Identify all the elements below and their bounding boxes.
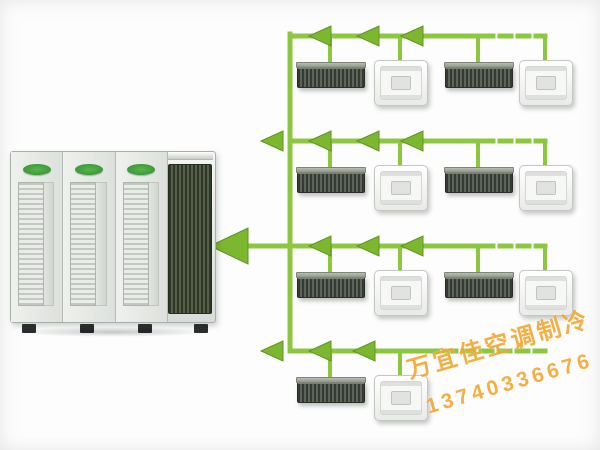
cassette-core <box>391 391 411 405</box>
cassette-panel <box>380 66 422 100</box>
pipe-row-2 <box>259 130 548 173</box>
condenser-coil <box>168 164 212 314</box>
indoor-unit-cassette <box>519 165 573 211</box>
cassette-core <box>536 76 556 90</box>
brand-badge <box>127 164 156 175</box>
outdoor-unit-module <box>115 152 168 322</box>
cassette-core <box>536 286 556 300</box>
indoor-unit-duct <box>296 62 366 88</box>
indoor-unit-duct <box>444 62 514 88</box>
cassette-panel <box>525 66 567 100</box>
indoor-unit-cassette <box>519 60 573 106</box>
pipe-row-3 <box>208 227 548 278</box>
cassette-panel <box>525 171 567 205</box>
indoor-unit-cassette <box>374 375 428 421</box>
indoor-unit-duct <box>444 167 514 193</box>
flow-arrows <box>259 340 376 362</box>
indoor-unit-duct <box>296 272 366 298</box>
pipe-trunk <box>210 31 293 354</box>
brand-badge <box>22 164 51 175</box>
cassette-panel <box>380 171 422 205</box>
brand-badge <box>74 164 103 175</box>
pipe-row-1 <box>287 25 548 68</box>
cassette-core <box>391 76 411 90</box>
cassette-panel <box>525 276 567 310</box>
outdoor-unit <box>10 147 216 337</box>
pipe-row-4 <box>259 340 548 383</box>
indoor-unit-cassette <box>374 165 428 211</box>
outdoor-unit-cabinet <box>10 151 216 323</box>
outdoor-unit-modules <box>11 152 168 322</box>
cassette-core <box>391 181 411 195</box>
indoor-unit-cassette <box>374 60 428 106</box>
indoor-unit-duct <box>444 272 514 298</box>
indoor-unit-cassette <box>374 270 428 316</box>
outdoor-unit-module <box>11 152 64 322</box>
cassette-core <box>391 286 411 300</box>
indoor-unit-cassette <box>519 270 573 316</box>
outdoor-unit-module <box>63 152 116 322</box>
indoor-unit-duct <box>296 167 366 193</box>
flow-arrows <box>307 25 424 47</box>
floor-shadow <box>14 327 212 337</box>
cassette-panel <box>380 381 422 415</box>
cassette-core <box>536 181 556 195</box>
outdoor-unit-feet <box>10 323 216 333</box>
indoor-unit-duct <box>296 377 366 403</box>
flow-arrows <box>259 130 424 152</box>
flow-arrows <box>208 227 424 265</box>
cassette-panel <box>380 276 422 310</box>
